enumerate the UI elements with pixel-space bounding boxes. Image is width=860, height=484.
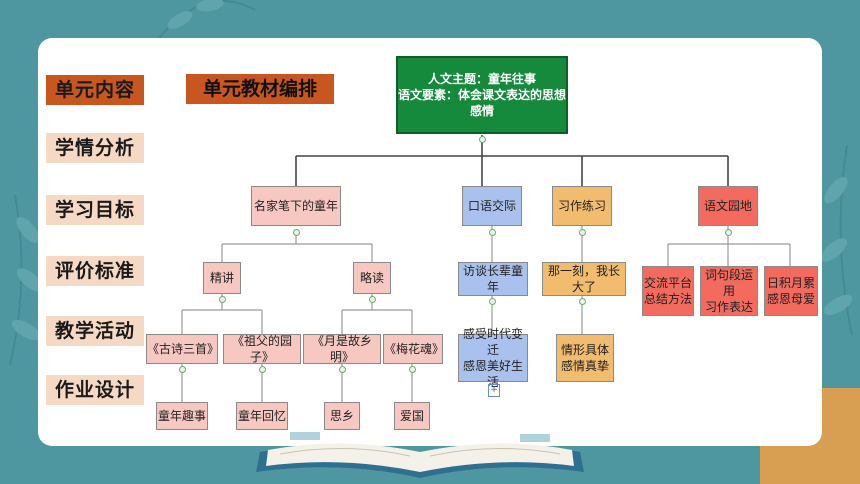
sidebar-item-unit-content[interactable]: 单元内容	[46, 75, 144, 105]
lesson-node[interactable]: 《月是故乡明》	[303, 334, 381, 364]
node-skim-reading[interactable]: 略读	[353, 262, 391, 294]
leaf-line: 词句段运用	[704, 268, 753, 298]
sidebar-item-evaluation[interactable]: 评价标准	[46, 256, 144, 286]
collapse-toggle-icon[interactable]	[489, 229, 496, 236]
node-garden-accumulate[interactable]: 日积月累 感恩母爱	[764, 266, 818, 316]
branch-famous-childhood[interactable]: 名家笔下的童年	[251, 186, 341, 226]
sidebar-item-learning-analysis[interactable]: 学情分析	[46, 133, 144, 163]
leaf-node[interactable]: 爱国	[394, 402, 430, 430]
lesson-node[interactable]: 《祖父的园子》	[223, 334, 301, 364]
collapse-toggle-icon[interactable]	[293, 229, 300, 236]
branch-writing-practice[interactable]: 习作练习	[552, 186, 612, 226]
leaf-line: 情形具体	[560, 343, 609, 357]
leaf-node[interactable]: 童年回忆	[236, 402, 288, 430]
leaf-line: 感恩母爱	[766, 292, 815, 306]
collapse-toggle-icon[interactable]	[219, 296, 226, 303]
collapse-toggle-icon[interactable]	[259, 366, 266, 373]
node-garden-exchange[interactable]: 交流平台 总结方法	[642, 266, 694, 316]
collapse-toggle-icon[interactable]	[479, 136, 486, 143]
open-book-icon	[256, 432, 584, 478]
collapse-toggle-icon[interactable]	[369, 296, 376, 303]
collapse-toggle-icon[interactable]	[489, 298, 496, 305]
lesson-node[interactable]: 《古诗三首》	[146, 334, 219, 364]
leaf-line: 感受时代变迁	[462, 327, 523, 357]
collapse-toggle-icon[interactable]	[179, 366, 186, 373]
leaf-node[interactable]: 童年趣事	[156, 402, 208, 430]
leaf-line: 总结方法	[643, 292, 692, 306]
sidebar-item-learning-goals[interactable]: 学习目标	[46, 195, 144, 225]
leaf-line: 交流平台	[643, 276, 692, 290]
collapse-toggle-icon[interactable]	[579, 298, 586, 305]
leaf-line: 日积月累	[766, 276, 815, 290]
sidebar-item-homework[interactable]: 作业设计	[46, 375, 144, 405]
leaf-line: 感情真挚	[560, 359, 609, 373]
section-heading: 单元教材编排	[186, 74, 334, 104]
node-moment-grew-up[interactable]: 那一刻，我长大了	[542, 262, 626, 296]
collapse-toggle-icon[interactable]	[725, 229, 732, 236]
leaf-line: 习作表达	[704, 300, 753, 314]
leaf-decoration-icon	[820, 144, 853, 336]
expand-icon[interactable]: +	[488, 384, 500, 397]
lesson-node[interactable]: 《梅花魂》	[383, 334, 444, 364]
collapse-toggle-icon[interactable]	[579, 229, 586, 236]
leaf-decoration-icon	[149, 0, 256, 51]
node-intensive-reading[interactable]: 精讲	[203, 262, 241, 294]
leaf-node[interactable]: 思乡	[324, 402, 360, 430]
leaf-decoration-icon	[9, 194, 44, 366]
branch-language-garden[interactable]: 语文园地	[698, 186, 758, 226]
node-writing-leaf[interactable]: 情形具体 感情真挚	[556, 334, 614, 382]
sidebar-item-activities[interactable]: 教学活动	[46, 316, 144, 346]
collapse-toggle-icon[interactable]	[409, 366, 416, 373]
root-element: 语文要素：体会课文表达的思想感情	[398, 88, 567, 118]
root-theme: 人文主题：童年往事	[427, 72, 536, 86]
leaf-line: 感恩美好生活	[462, 359, 523, 389]
node-garden-sentences[interactable]: 词句段运用 习作表达	[700, 266, 758, 316]
branch-oral-communication[interactable]: 口语交际	[462, 186, 522, 226]
collapse-toggle-icon[interactable]	[339, 366, 346, 373]
node-feel-changes[interactable]: 感受时代变迁 感恩美好生活	[458, 327, 528, 389]
node-interview-elders[interactable]: 访谈长辈童年	[458, 262, 528, 296]
mindmap-root[interactable]: 人文主题：童年往事 语文要素：体会课文表达的思想感情	[396, 56, 568, 134]
